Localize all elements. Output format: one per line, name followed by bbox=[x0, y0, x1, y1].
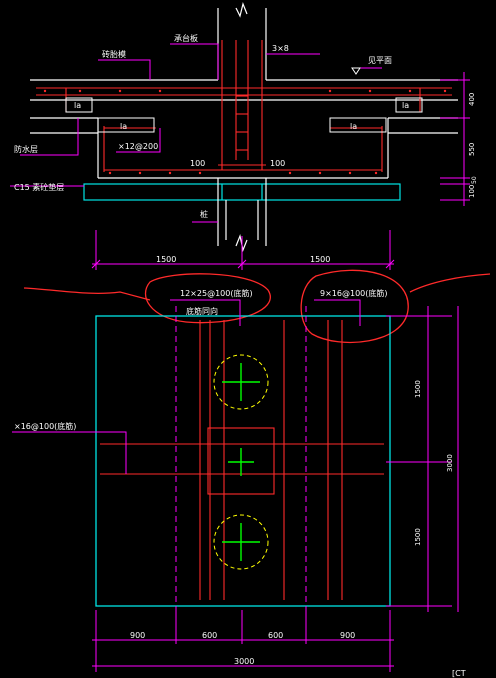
slab-outline bbox=[30, 79, 458, 179]
rebar-spec: ×12@200 bbox=[118, 142, 158, 151]
label-b: 承台板 bbox=[174, 33, 198, 43]
section-leaders bbox=[10, 43, 470, 270]
la-label-4: la bbox=[350, 122, 357, 131]
highlight-marks bbox=[23, 269, 491, 344]
la-label-1: la bbox=[74, 101, 81, 110]
rebar-top-2: 9×16@100(底筋) bbox=[320, 288, 387, 298]
dim-plan-bottom-4: 900 bbox=[340, 631, 355, 640]
dim-100-a: 100 bbox=[190, 159, 205, 168]
dim-right-550: 550 bbox=[468, 143, 476, 156]
section-ticks bbox=[91, 259, 395, 269]
plan-leaders bbox=[12, 299, 459, 672]
rebar-dots bbox=[43, 89, 447, 175]
label-f: C15 素砼垫层 bbox=[14, 182, 64, 192]
dim-plan-bottom-2: 600 bbox=[202, 631, 217, 640]
dim-plan-bottom-1: 900 bbox=[130, 631, 145, 640]
dim-right-400: 400 bbox=[468, 93, 476, 106]
la-label-3: la bbox=[120, 122, 127, 131]
rebar-top-1: 12×25@100(底筋) bbox=[180, 288, 253, 298]
upper-column bbox=[217, 2, 267, 80]
label-g: 桩 bbox=[200, 209, 208, 219]
label-a: 砖胎模 bbox=[102, 49, 126, 59]
dim-plan-right-total: 3000 bbox=[446, 454, 454, 472]
label-e: 防水层 bbox=[14, 144, 38, 154]
pile-circles bbox=[213, 354, 269, 570]
section-rebar bbox=[36, 40, 452, 172]
section-view: 砖胎模 承台板 3×8 见平面 防水层 C15 素砼垫层 桩 ×12@200 l… bbox=[10, 2, 478, 270]
strip-lines bbox=[175, 306, 307, 612]
plan-view: 12×25@100(底筋) 底筋同向 9×16@100(底筋) ×16@100(… bbox=[12, 269, 491, 678]
la-markers bbox=[65, 97, 423, 133]
rebar-left: ×16@100(底筋) bbox=[14, 421, 76, 431]
dim-plan-bottom-total: 3000 bbox=[234, 657, 254, 666]
rebar-top-1-sub: 底筋同向 bbox=[186, 306, 218, 316]
dim-bottom-left: 1500 bbox=[156, 255, 176, 264]
bedding-layer bbox=[83, 183, 401, 201]
corner-mark: [CT bbox=[452, 669, 466, 678]
dim-plan-right-bottom: 1500 bbox=[414, 528, 422, 546]
dim-plan-bottom-3: 600 bbox=[268, 631, 283, 640]
plan-rebar bbox=[100, 320, 384, 600]
pile bbox=[217, 178, 267, 253]
label-d: 见平面 bbox=[368, 56, 392, 65]
dim-plan-right-top: 1500 bbox=[414, 380, 422, 398]
dim-100-b: 100 bbox=[270, 159, 285, 168]
cap-outline bbox=[95, 315, 391, 607]
level-marker bbox=[351, 67, 361, 75]
dim-bottom-right: 1500 bbox=[310, 255, 330, 264]
dim-right-100: 100 bbox=[468, 185, 476, 198]
dim-right-50: 50 bbox=[471, 176, 478, 184]
la-label-2: la bbox=[402, 101, 409, 110]
label-c: 3×8 bbox=[272, 44, 289, 53]
